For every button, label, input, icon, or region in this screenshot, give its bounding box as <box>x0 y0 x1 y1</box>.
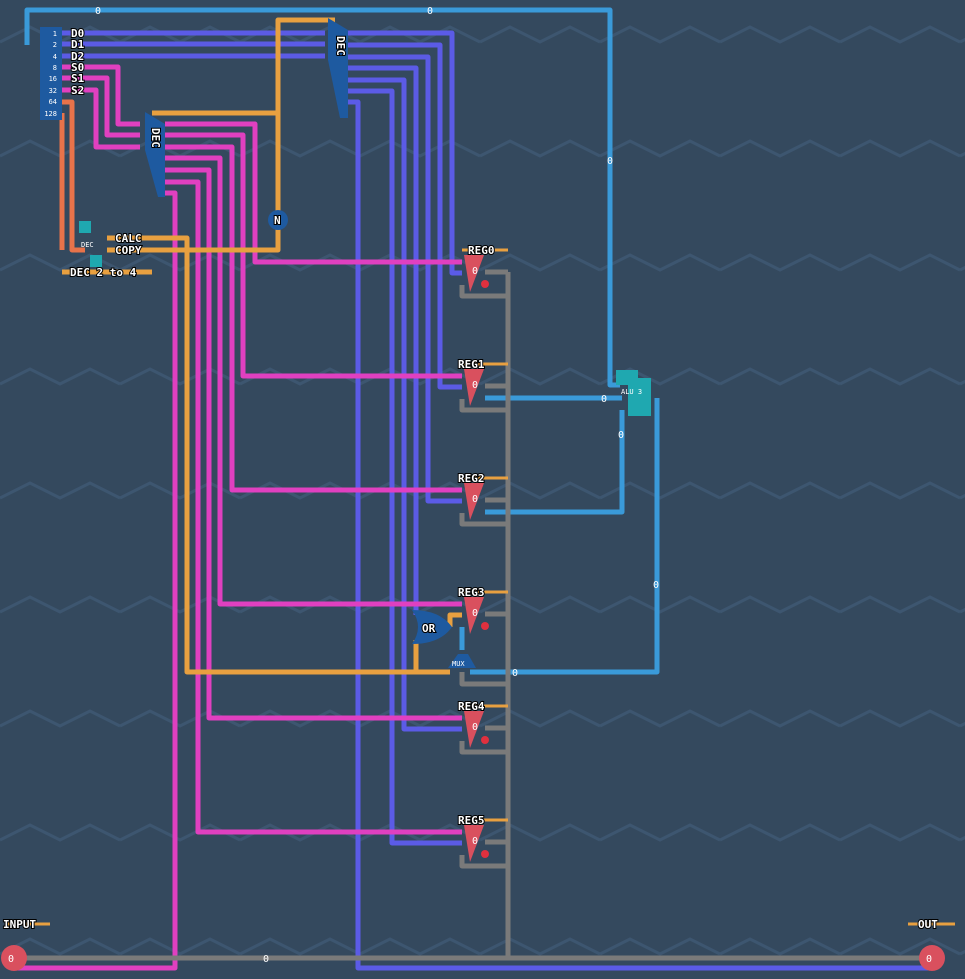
bit-label: 1 <box>53 30 57 38</box>
label-copy: COPY <box>115 244 142 257</box>
input-label: INPUT <box>3 918 36 931</box>
register-value: 0 <box>472 722 478 733</box>
label-s0: S0 <box>71 61 84 74</box>
register-value: 0 <box>472 380 478 391</box>
register-1[interactable]: REG1 0 <box>457 357 508 406</box>
bit-label: 128 <box>44 110 57 118</box>
wire-value: 0 <box>95 6 101 17</box>
wire-value: 0 <box>653 580 659 591</box>
mux[interactable]: MUX <box>448 654 476 668</box>
not-gate[interactable]: N <box>268 210 288 230</box>
byte-splitter[interactable]: 1 2 4 8 16 32 64 128 <box>40 27 62 120</box>
bit-label: 8 <box>53 64 57 72</box>
purple-wires <box>62 30 930 971</box>
label-dec-note: DEC 2 to 4 <box>70 266 137 279</box>
register-2[interactable]: REG2 0 <box>457 471 508 520</box>
mux-label: MUX <box>452 660 465 668</box>
decoder-label: DEC <box>81 241 94 249</box>
or-gate[interactable]: OR <box>412 610 452 644</box>
label-d2: D2 <box>71 50 84 63</box>
bit-label: 2 <box>53 41 57 49</box>
decoder-top[interactable]: DEC <box>328 18 348 118</box>
decoder-label: DEC <box>334 36 347 56</box>
gray-wires <box>20 269 925 961</box>
wire-value: 0 <box>607 156 613 167</box>
decoder-small[interactable]: DEC <box>79 221 102 267</box>
register-value: 0 <box>472 836 478 847</box>
register-value: 0 <box>472 608 478 619</box>
register-name: REG0 <box>468 244 495 257</box>
alu[interactable]: ALU 3 <box>616 370 651 416</box>
bit-label: 64 <box>49 98 57 106</box>
register-name: REG2 <box>458 472 485 485</box>
input-pin[interactable]: 0 <box>1 945 27 971</box>
not-label: N <box>274 214 281 227</box>
wire-value: 0 <box>263 954 269 965</box>
register-4[interactable]: REG4 0 <box>457 699 508 748</box>
decoder-label: DEC <box>149 128 162 148</box>
output-label: OUT <box>918 918 938 931</box>
wire-value: 0 <box>512 668 518 679</box>
alu-label: ALU 3 <box>621 388 642 396</box>
label-d1: D1 <box>71 38 85 51</box>
decoder-middle[interactable]: DEC <box>145 112 165 197</box>
register-value: 0 <box>472 266 478 277</box>
register-3[interactable]: REG3 0 <box>457 585 508 634</box>
orange-wires <box>59 17 462 675</box>
register-name: REG5 <box>458 814 485 827</box>
label-s2: S2 <box>71 84 84 97</box>
input-value: 0 <box>8 954 14 965</box>
register-0[interactable]: REG0 0 <box>462 243 508 292</box>
register-value: 0 <box>472 494 478 505</box>
pink-wires <box>15 64 462 971</box>
or-label: OR <box>422 622 436 635</box>
register-name: REG1 <box>458 358 485 371</box>
register-5[interactable]: REG5 0 <box>457 813 508 862</box>
wire-value: 0 <box>427 6 433 17</box>
label-s1: S1 <box>71 72 85 85</box>
wire-value: 0 <box>618 430 624 441</box>
bit-label: 4 <box>53 53 57 61</box>
register-name: REG4 <box>458 700 485 713</box>
bit-label: 16 <box>49 75 57 83</box>
register-name: REG3 <box>458 586 485 599</box>
bit-label: 32 <box>49 87 57 95</box>
output-value: 0 <box>926 954 932 965</box>
wire-value: 0 <box>601 394 607 405</box>
label-calc: CALC <box>115 232 142 245</box>
label-d0: D0 <box>71 27 84 40</box>
output-pin[interactable]: 0 <box>919 945 945 971</box>
